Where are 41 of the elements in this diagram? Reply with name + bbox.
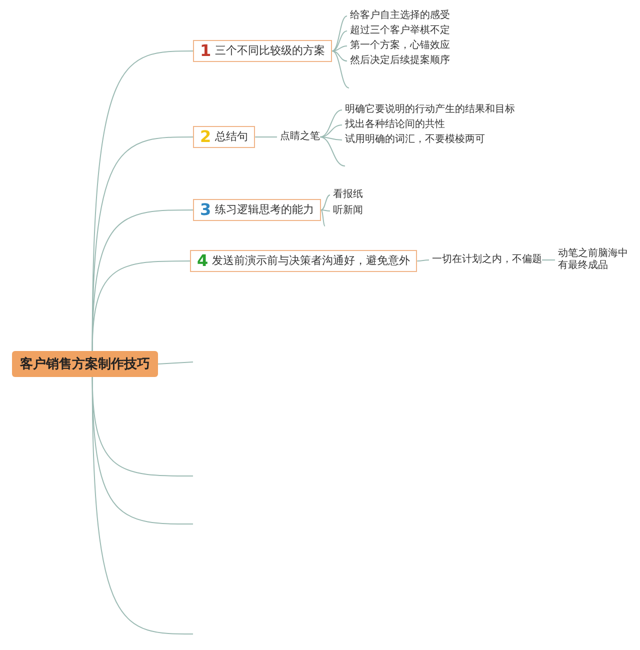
topic-number: 3 (200, 201, 212, 219)
connector-line (320, 124, 342, 138)
connector-line (320, 210, 330, 212)
topic-number: 4 (197, 252, 208, 270)
topic-number: 2 (200, 128, 212, 146)
subtopic-text: 找出各种结论间的共性 (345, 119, 445, 131)
connector-line (320, 136, 342, 140)
connector-line (92, 260, 190, 352)
topic-title: 总结句 (215, 129, 248, 145)
subtopic-text: 给客户自主选择的感受 (350, 10, 450, 22)
topic-box (193, 199, 322, 221)
subtopic-text: 超过三个客户举棋不定 (350, 25, 450, 37)
connector-line (320, 136, 346, 166)
connector-line (320, 194, 330, 210)
topic-number: 1 (200, 42, 212, 60)
topic-title: 三个不同比较级的方案 (215, 43, 326, 59)
connector-line (320, 210, 326, 226)
connector-line (332, 16, 348, 52)
connector-line (158, 362, 194, 364)
subtopic-text: 点睛之笔 (280, 131, 320, 143)
subtopic-text: 一切在计划之内，不偏题 (432, 254, 542, 266)
topic-box (193, 126, 256, 148)
subtopic-text: 然后决定后续提案顺序 (350, 55, 450, 67)
connector-line (254, 136, 278, 138)
subtopic-text: 听新闻 (333, 205, 363, 217)
subtopic-text: 明确它要说明的行动产生的结果和目标 (345, 104, 515, 116)
topic-box (190, 250, 418, 272)
connector-line (92, 376, 194, 634)
topic-box (193, 40, 332, 62)
connector-line (332, 50, 348, 62)
topic-title: 练习逻辑思考的能力 (215, 202, 314, 218)
connector-line (332, 50, 350, 88)
subtopic-text: 第一个方案，心锚效应 (350, 40, 450, 52)
connector-line (416, 260, 430, 262)
subtopic-text: 看报纸 (333, 189, 363, 201)
subtopic-text: 试用明确的词汇，不要模棱两可 (345, 134, 485, 146)
connector-line (332, 30, 348, 52)
connector-line (320, 110, 342, 138)
connector-line (332, 46, 348, 52)
topic-title: 发送前演示前与决策者沟通好，避免意外 (212, 253, 410, 269)
central-topic: 客户销售方案制作技巧 (12, 351, 158, 377)
